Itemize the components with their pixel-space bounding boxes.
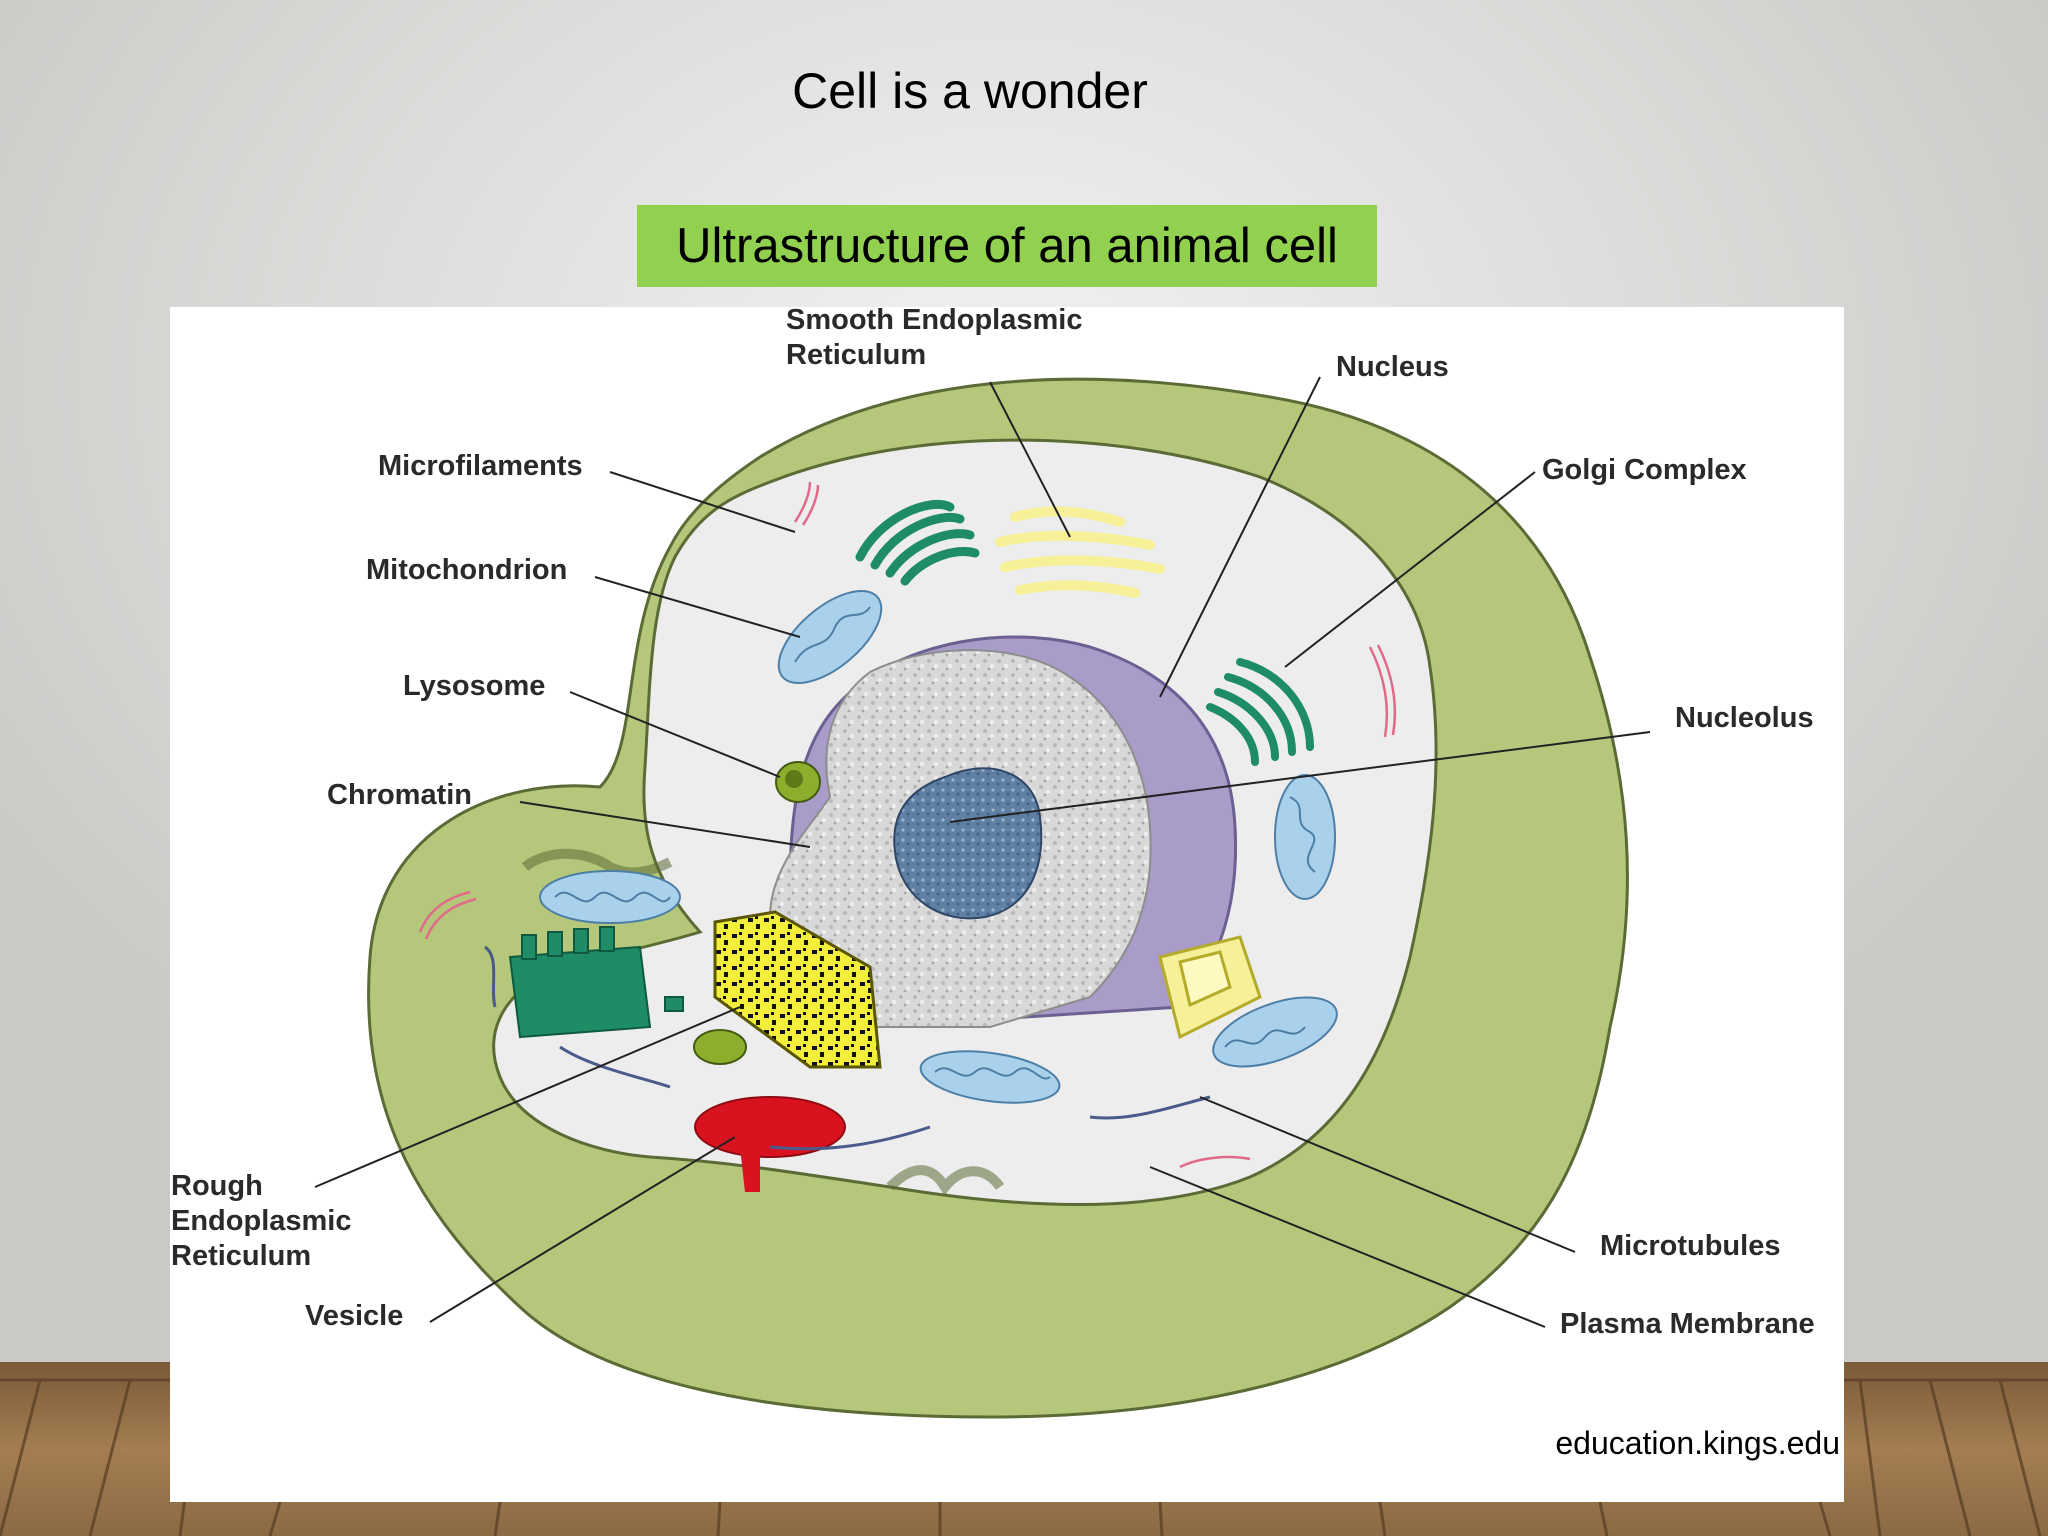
mitochondrion [777, 589, 883, 685]
mitochondrion [919, 1050, 1061, 1104]
leader-lines [314, 376, 1651, 1328]
mitochondrion [539, 870, 681, 924]
golgi-complex-right [1206, 658, 1314, 766]
label-smooth-er-line1: Smooth Endoplasmic [786, 307, 1082, 336]
label-smooth-er-line2: Reticulum [786, 339, 926, 371]
membrane-fold [886, 1165, 1005, 1196]
rough-er [713, 910, 882, 1069]
label-rough-er-line1: Rough [171, 1170, 263, 1202]
label-lysosome: Lysosome [403, 670, 545, 702]
lysosome [775, 761, 821, 803]
label-plasma-membrane: Plasma Membrane [1560, 1308, 1815, 1340]
label-chromatin: Chromatin [327, 779, 472, 811]
mitochondrion [1212, 996, 1338, 1068]
label-microtubules: Microtubules [1600, 1230, 1780, 1262]
label-golgi-complex: Golgi Complex [1542, 454, 1747, 486]
subtitle-text: Ultrastructure of an animal cell [676, 219, 1338, 273]
animal-cell-diagram: Smooth Endoplasmic Reticulum Nucleus Gol… [171, 307, 1840, 1461]
golgi-stack-left [508, 926, 684, 1039]
label-rough-er-line3: Reticulum [171, 1240, 311, 1272]
microfilaments-group [418, 481, 1397, 1169]
cell-diagram-panel: Smooth Endoplasmic Reticulum Nucleus Gol… [170, 307, 1844, 1502]
mitochondrion [1274, 774, 1336, 900]
image-credit: education.kings.edu [1555, 1425, 1840, 1461]
label-nucleus: Nucleus [1336, 351, 1449, 383]
lysosome [693, 1029, 747, 1065]
microtubules [483, 945, 1211, 1151]
label-vesicle: Vesicle [305, 1300, 403, 1332]
subtitle-banner: Ultrastructure of an animal cell [637, 205, 1377, 287]
slide-title: Cell is a wonder [792, 63, 1148, 119]
smooth-er [995, 506, 1165, 598]
er-stack-right [1158, 935, 1262, 1040]
label-nucleolus: Nucleolus [1675, 702, 1814, 734]
membrane-fold [521, 848, 673, 878]
vesicle [694, 1096, 846, 1192]
label-microfilaments: Microfilaments [378, 450, 583, 482]
golgi-complex-top [855, 499, 980, 586]
label-rough-er-line2: Endoplasmic [171, 1205, 352, 1237]
nucleolus [893, 767, 1043, 920]
label-mitochondrion: Mitochondrion [366, 554, 567, 586]
